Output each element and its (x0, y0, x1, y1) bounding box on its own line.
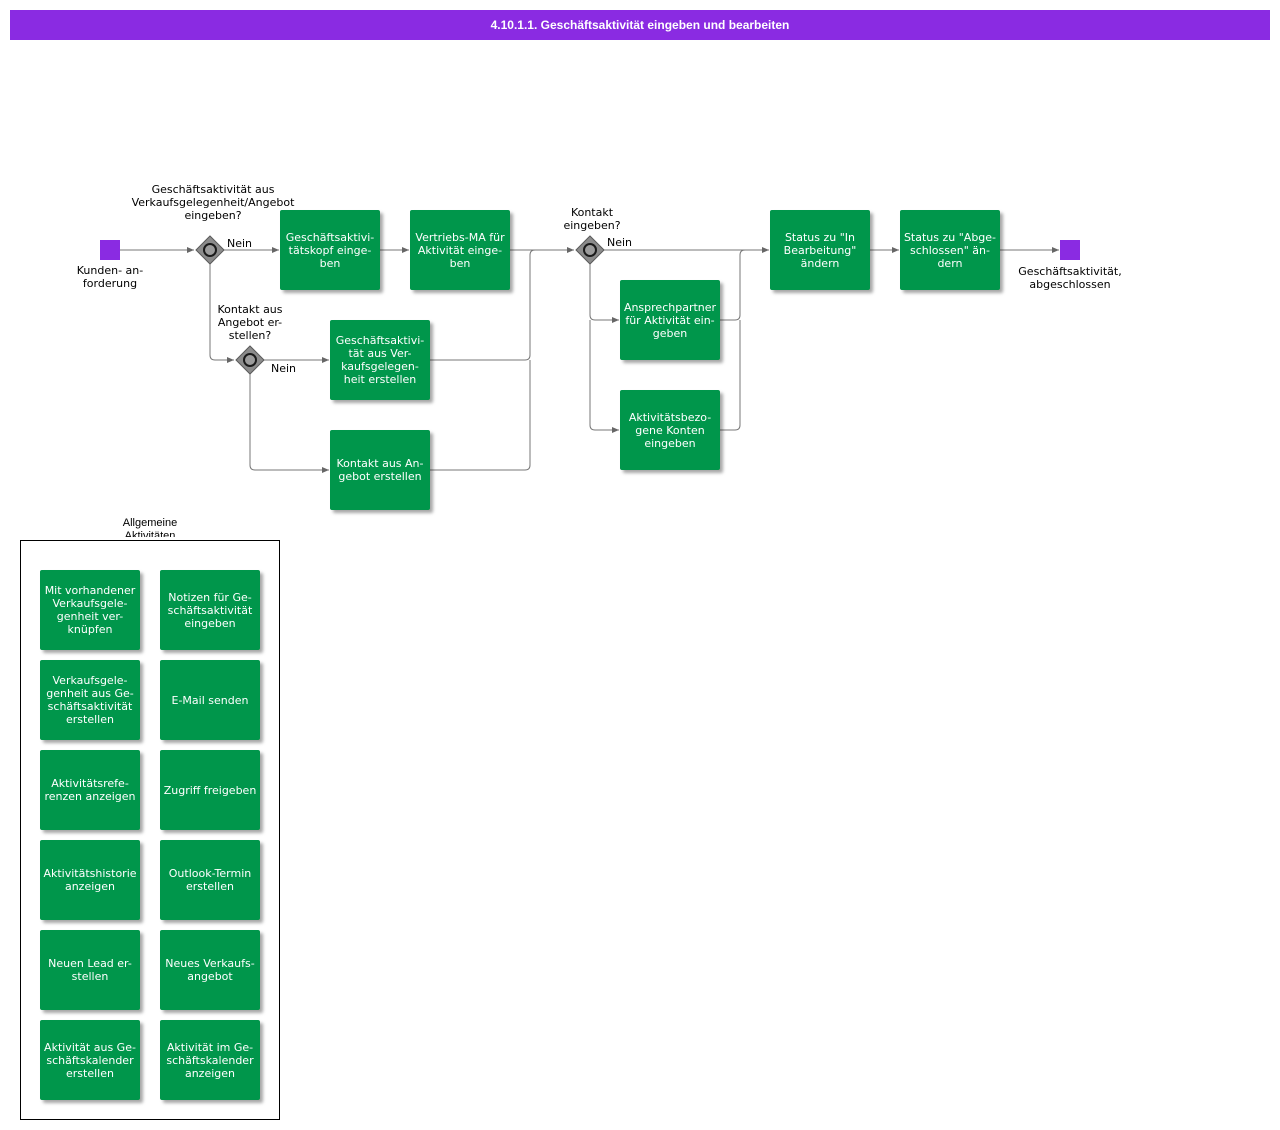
task-aus-verkaufsgelegenheit: Geschäftsaktivi- tät aus Ver- kaufsgeleg… (330, 320, 430, 400)
group-task: Aktivität aus Ge- schäftskalender erstel… (40, 1020, 140, 1100)
start-event (100, 240, 120, 260)
flow-label-nein-g3: Nein (607, 236, 633, 249)
diagram-title: 4.10.1.1. Geschäftsaktivität eingeben un… (10, 10, 1270, 40)
group-task: Mit vorhandener Verkaufsgele- genheit ve… (40, 570, 140, 650)
group-task: Aktivität im Ge- schäftskalender anzeige… (160, 1020, 260, 1100)
task-geschaeftsaktivitaetskopf: Geschäftsaktivi- tätskopf einge- ben (280, 210, 380, 290)
task-vertriebs-ma: Vertriebs-MA für Aktivität einge- ben (410, 210, 510, 290)
edge-ansprech-merge (720, 249, 746, 321)
group-task: E-Mail senden (160, 660, 260, 740)
flow-label-nein-g1: Nein (227, 237, 253, 250)
group-task: Zugriff freigeben (160, 750, 260, 830)
gateway-g3 (575, 235, 605, 265)
task-status-abgeschlossen: Status zu "Abge- schlossen" än- dern (900, 210, 1000, 290)
group-task: Aktivitätsrefe- renzen anzeigen (40, 750, 140, 830)
edge-aus-vk-merge (430, 249, 536, 361)
task-status-in-bearbeitung: Status zu "In Bearbeitung" ändern (770, 210, 870, 290)
task-kontakt-aus-angebot: Kontakt aus An- gebot erstellen (330, 430, 430, 510)
end-event-label: Geschäftsaktivität, abgeschlossen (1018, 265, 1122, 291)
flow-label-nein-g2: Nein (271, 362, 297, 375)
group-label: Allgemeine Aktivitäten (122, 517, 178, 537)
task-ansprechpartner: Ansprechpartner für Aktivität ein- geben (620, 280, 720, 360)
edge-g2-kontakt-angebot (249, 374, 329, 473)
gateway-g2 (235, 345, 265, 375)
group-task: Notizen für Ge- schäftsaktivität eingebe… (160, 570, 260, 650)
end-event (1060, 240, 1080, 260)
gateway-g3-label: Kontakt eingeben? (563, 206, 621, 232)
task-konten: Aktivitätsbezo- gene Konten eingeben (620, 390, 720, 470)
group-task: Outlook-Termin erstellen (160, 840, 260, 920)
group-task: Neues Verkaufs- angebot (160, 930, 260, 1010)
gateway-g2-label: Kontakt aus Angebot er- stellen? (217, 303, 283, 342)
gateway-g1 (195, 235, 225, 265)
gateway-g1-label: Geschäftsaktivität aus Verkaufsgelegenhe… (131, 183, 295, 222)
group-task: Neuen Lead er- stellen (40, 930, 140, 1010)
start-event-label: Kunden- an- forderung (76, 264, 144, 290)
edge-konten-merge (720, 320, 741, 431)
edge-kontakt-angebot-merge (430, 360, 531, 471)
edge-g1-g2 (209, 264, 234, 363)
edge-g3-konten (589, 320, 619, 433)
edge-g3-ansprech (589, 264, 619, 323)
group-task: Verkaufsgele- genheit aus Ge- schäftsakt… (40, 660, 140, 740)
group-task: Aktivitätshistorie anzeigen (40, 840, 140, 920)
